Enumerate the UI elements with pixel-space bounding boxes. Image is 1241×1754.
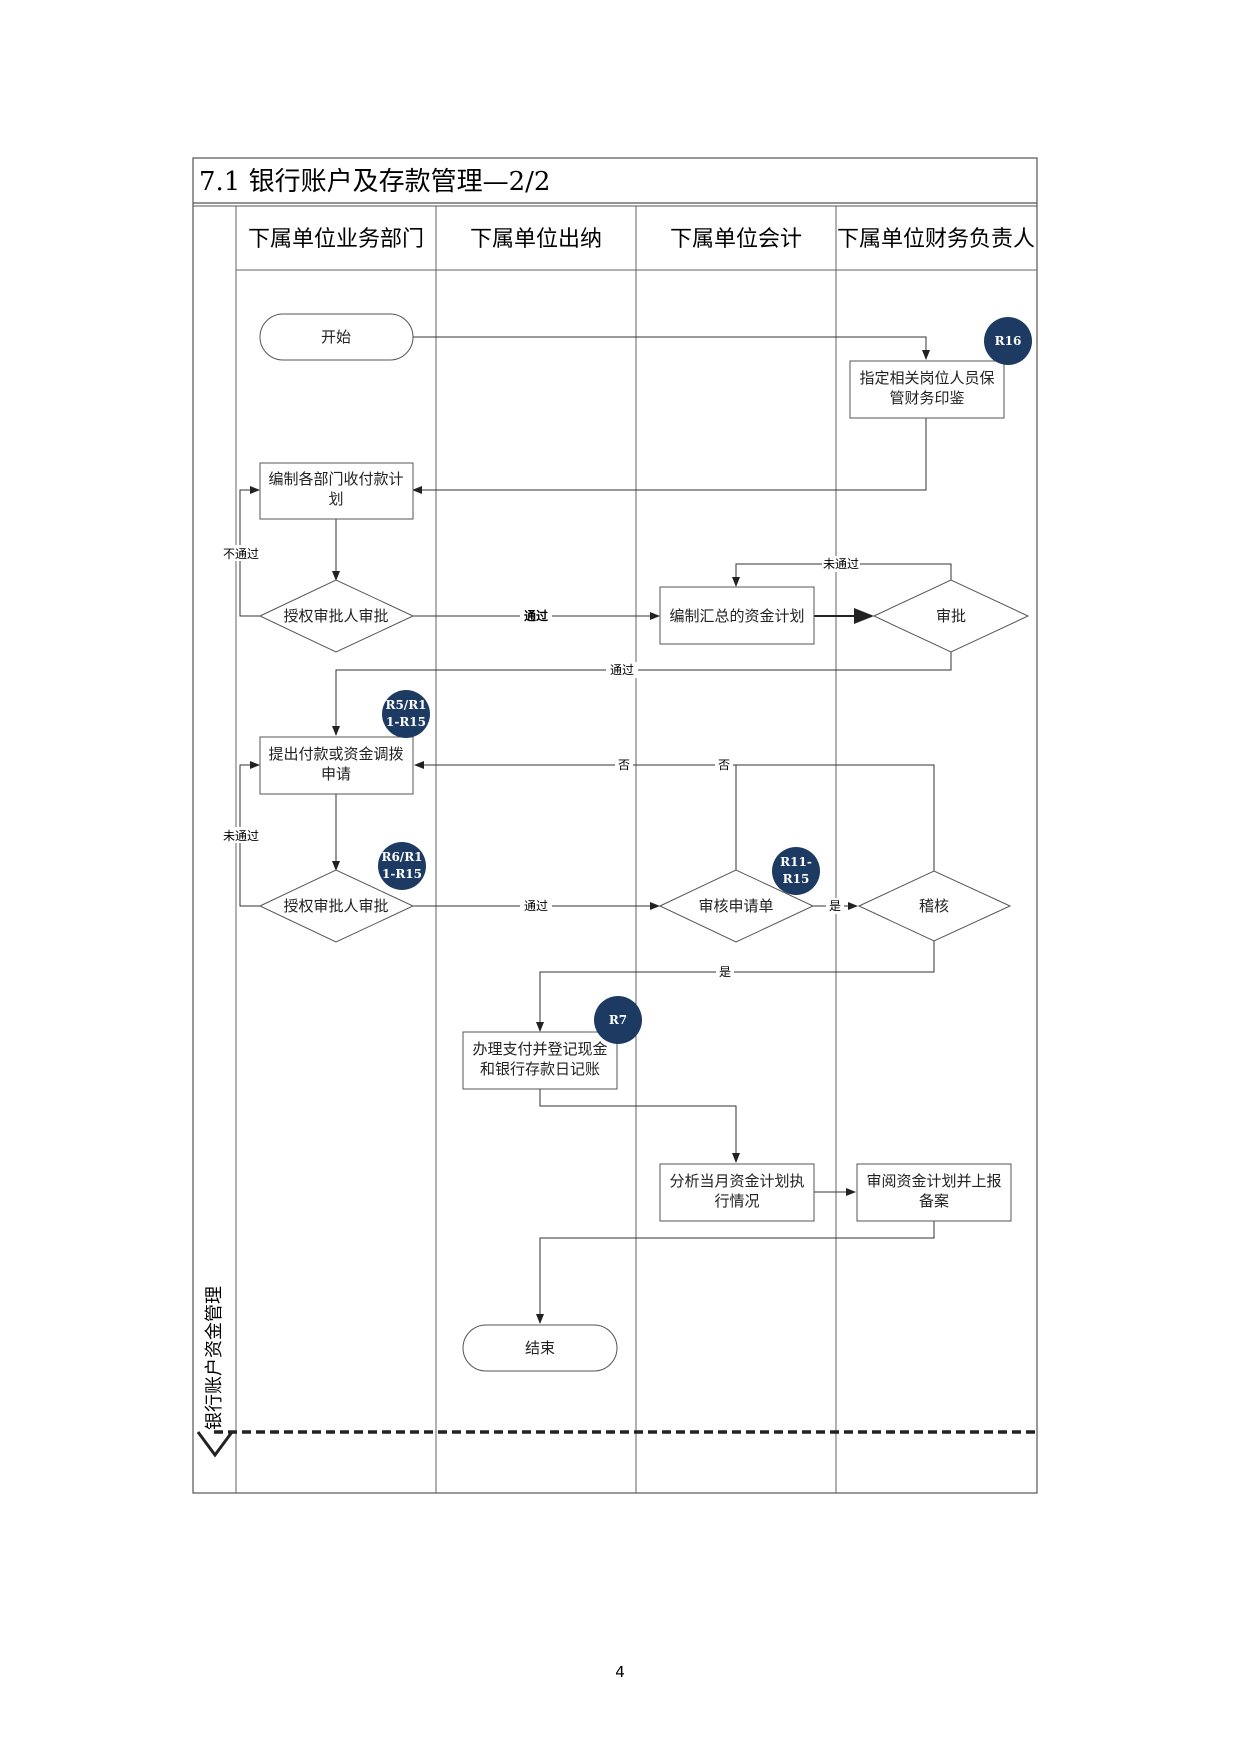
approve-2-diamond [258,869,415,943]
edge-label-not-passed-1: 不通过 [223,547,259,561]
side-label: 银行账户资金管理 [204,1286,225,1430]
lane-header-finance-head: 下属单位财务负责人 [837,227,1035,252]
approve-1-label: 授权审批人审批 [283,607,388,625]
label-bg [715,757,733,773]
lane-header-cashier: 下属单位出纳 [470,227,602,252]
risk-badge-r5-line2: 1-R15 [386,715,426,729]
analyze-line2: 行情况 [714,1192,759,1210]
prepare-plan-line2: 划 [328,490,343,508]
review-file-line1: 审阅资金计划并上报 [866,1172,1001,1190]
edge-start-to-assign [413,336,930,360]
label-bg [222,545,260,561]
edge-review-passed [332,652,952,736]
end-terminal [462,1324,618,1372]
label-bg [826,898,844,914]
review-file-box [856,1163,1012,1222]
risk-badge-r7-text: R7 [609,1013,627,1027]
lane-header-business-dept: 下属单位业务部门 [248,227,424,252]
process-payment-line2: 和银行存款日记账 [480,1060,600,1078]
prepare-plan-box [259,462,414,520]
page-number: 4 [615,1663,625,1681]
edge-label-yes-1: 是 [829,899,841,913]
submit-request-box [259,736,414,795]
approve-2-label: 授权审批人审批 [283,897,388,915]
start-label: 开始 [321,328,351,346]
label-bg [822,556,860,572]
assign-seal-keeper-box [849,360,1005,419]
edge-file-to-end [536,1221,935,1324]
label-bg [520,608,552,624]
start-terminal [259,313,414,361]
edge-label-passed-1: 通过 [524,608,548,623]
edge-assign-to-prepare [412,418,927,494]
edge-label-no-1: 否 [618,758,630,772]
label-bg [615,757,633,773]
analyze-line1: 分析当月资金计划执 [669,1172,804,1190]
edge-label-not-passed-review: 未通过 [823,557,859,571]
risk-badge-r16 [984,317,1032,365]
submit-request-line2: 申请 [321,765,351,783]
edge-label-passed-review: 通过 [610,663,634,677]
side-chevron [196,1431,234,1458]
risk-badge-r11-line1: R11- [780,855,812,869]
risk-badge-r5 [382,690,430,738]
diagram-title: 7.1 银行账户及存款管理—2/2 [199,167,550,197]
process-payment-line1: 办理支付并登记现金 [472,1040,607,1058]
edge-check-yes [536,941,935,1032]
edge-label-not-passed-2: 未通过 [223,829,259,843]
risk-badge-r6 [378,842,426,890]
risk-badge-r5-line1: R5/R1 [385,698,426,712]
end-label: 结束 [525,1339,555,1357]
edge-payment-to-analyze [539,1089,740,1163]
check-diamond [857,870,1012,942]
risk-badge-r6-line2: 1-R15 [382,867,422,881]
compile-plan-box [659,586,815,645]
prepare-plan-line1: 编制各部门收付款计 [268,470,403,488]
process-payment-box [462,1031,618,1090]
edge-audit-no [414,761,737,870]
label-bg [716,964,734,980]
assign-seal-keeper-line2: 管财务印鉴 [889,389,964,407]
edge-label-no-2: 否 [718,758,730,772]
audit-request-diamond [658,869,815,943]
risk-badge-r16-text: R16 [995,334,1022,348]
risk-badge-r7 [594,996,642,1044]
edge-label-passed-2: 通过 [524,899,548,913]
risk-badge-r11-line2: R15 [783,872,810,886]
risk-badge-r11 [772,847,820,895]
edge-label-yes-2: 是 [719,965,731,979]
lane-header-accountant: 下属单位会计 [670,227,802,252]
compile-plan-label: 编制汇总的资金计划 [669,607,804,625]
assign-seal-keeper-line1: 指定相关岗位人员保 [859,369,994,387]
label-bg [606,662,638,678]
review-label: 审批 [936,607,966,625]
risk-badge-r6-line1: R6/R1 [381,850,422,864]
approve-1-diamond [258,579,415,653]
check-label: 稽核 [919,897,949,915]
label-bg [520,898,552,914]
audit-request-label: 审核申请单 [698,897,773,915]
submit-request-line1: 提出付款或资金调拨 [268,745,403,763]
label-bg [222,827,260,843]
review-diamond [872,579,1030,653]
edge-check-no [736,764,935,873]
review-file-line2: 备案 [919,1192,949,1210]
diagram-frame [192,157,1038,1494]
analyze-box [659,1163,815,1222]
